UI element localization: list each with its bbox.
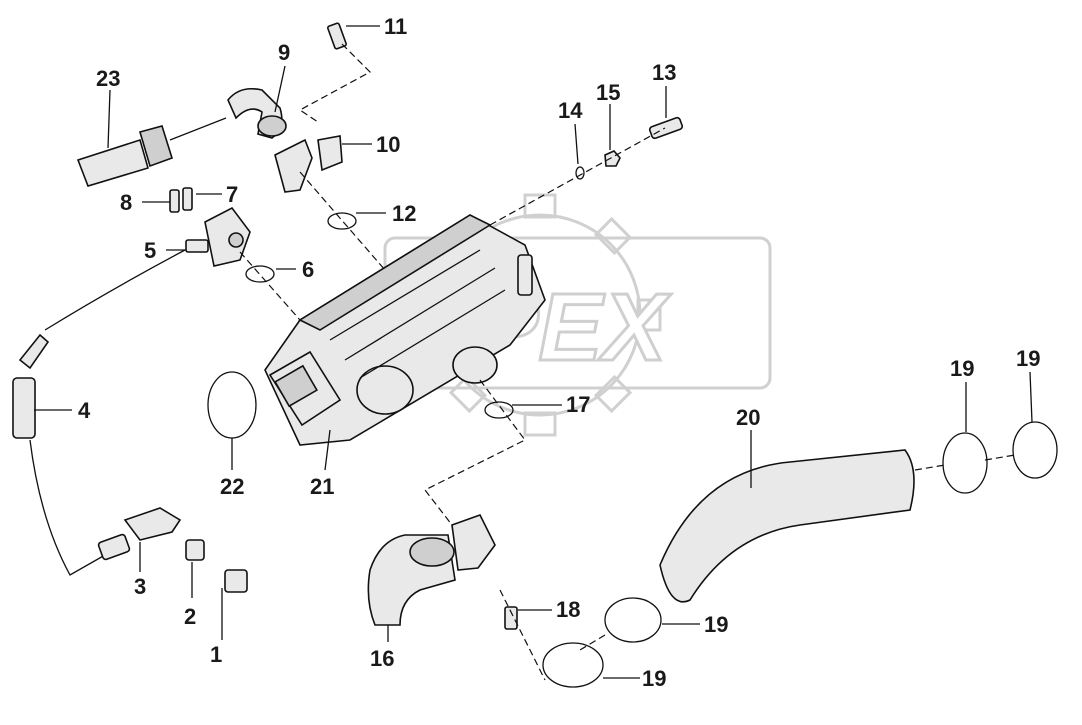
part-7-8-bolts <box>169 187 193 213</box>
part-19-clamp-3 <box>604 597 662 643</box>
assembly-guide-lines <box>239 43 1016 681</box>
part-17-o-ring <box>484 401 514 419</box>
part-18-bolt <box>504 606 518 630</box>
part-10-clamp <box>274 135 343 193</box>
callout-19-c: 19 <box>704 612 728 637</box>
callout-17: 17 <box>566 392 590 417</box>
part-22-o-ring <box>207 371 257 439</box>
part-20-hose <box>659 449 915 603</box>
part-11-bolt <box>327 22 347 50</box>
callout-4: 4 <box>78 398 91 423</box>
callout-8: 8 <box>120 190 132 215</box>
callout-12: 12 <box>392 201 416 226</box>
callout-22: 22 <box>220 474 244 499</box>
part-2-fitting <box>185 539 205 561</box>
part-14-washer <box>575 166 585 180</box>
callout-5: 5 <box>144 238 156 263</box>
part-4-hose <box>12 249 186 576</box>
callout-10: 10 <box>376 132 400 157</box>
callout-3: 3 <box>134 574 146 599</box>
part-15-nut <box>604 150 621 167</box>
callouts: 1 2 3 4 5 6 7 8 9 10 11 12 13 14 15 16 1… <box>78 14 1040 691</box>
callout-18: 18 <box>556 597 580 622</box>
callout-19-d: 19 <box>642 666 666 691</box>
callout-2: 2 <box>184 604 196 629</box>
part-3-elbow-fitting <box>97 507 182 561</box>
callout-16: 16 <box>370 646 394 671</box>
leader-lines <box>34 25 1033 679</box>
callout-7: 7 <box>226 182 238 207</box>
part-12-o-ring <box>327 212 357 230</box>
part-9-elbow-fitting <box>227 87 287 139</box>
part-19-clamp-4 <box>542 642 604 688</box>
part-23-sensor <box>76 117 227 187</box>
callout-11: 11 <box>384 14 407 39</box>
part-16-elbow-pipe <box>367 514 496 626</box>
callout-21: 21 <box>310 474 334 499</box>
part-6-o-ring <box>245 265 275 283</box>
callout-13: 13 <box>652 60 676 85</box>
part-19-clamp-2 <box>1012 421 1058 479</box>
callout-15: 15 <box>596 80 620 105</box>
callout-1: 1 <box>210 642 222 667</box>
part-13-stud <box>648 116 684 140</box>
callout-19-b: 19 <box>1016 346 1040 371</box>
part-19-clamp-1 <box>942 432 988 494</box>
callout-23: 23 <box>96 66 120 91</box>
part-1-fitting <box>224 569 248 593</box>
callout-20: 20 <box>736 405 760 430</box>
callout-14: 14 <box>558 98 583 123</box>
callout-6: 6 <box>302 257 314 282</box>
callout-19-a: 19 <box>950 356 974 381</box>
callout-9: 9 <box>278 40 290 65</box>
part-5-adapter-block <box>185 206 251 267</box>
